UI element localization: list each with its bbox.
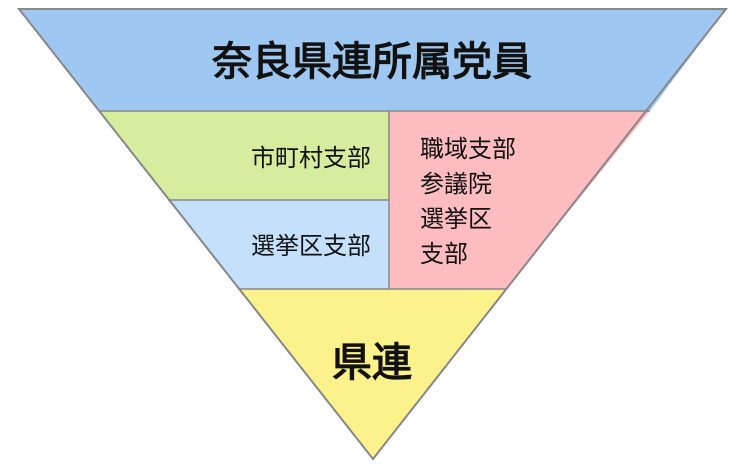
municipal-branch-label: 市町村支部 [251,144,371,172]
prefectural-federation-label: 県連 [332,340,413,386]
pyramid-outline [16,8,729,461]
party-members-band [19,9,726,111]
electoral-branch-band [168,200,389,289]
occupational-branch-line: 参議院 [420,170,492,198]
prefectural-federation-band [238,289,506,459]
occupational-branch-line: 職域支部 [420,135,516,163]
occupational-branch-line: 選挙区 [420,205,492,233]
municipal-branch-band [100,111,389,200]
electoral-branch-label: 選挙区支部 [251,232,371,260]
party-members-label: 奈良県連所属党員 [211,39,532,85]
occupational-branch-line: 支部 [420,240,468,268]
occupational-branch-band [389,111,650,289]
